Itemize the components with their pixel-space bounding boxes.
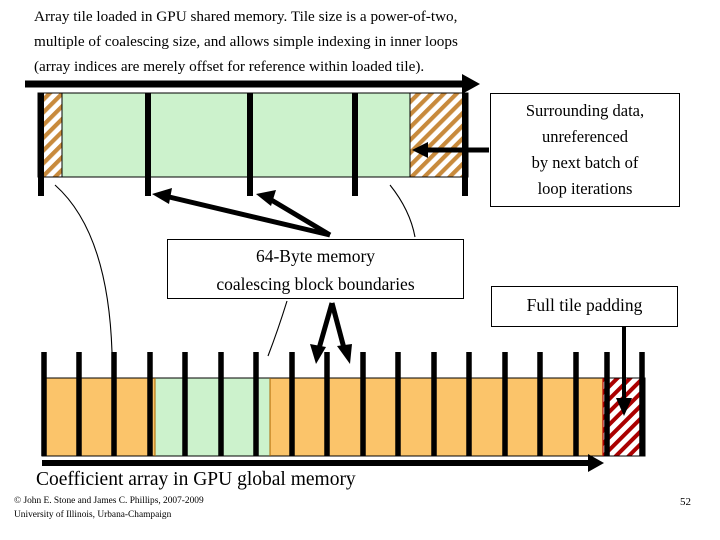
leader-lines [54, 184, 416, 357]
heading-line-1: Array tile loaded in GPU shared memory. … [34, 8, 458, 25]
heading-line-2: multiple of coalescing size, and allows … [34, 33, 458, 50]
surrounding-line-3: by next batch of [531, 153, 639, 172]
copyright-line-1: © John E. Stone and James C. Phillips, 2… [14, 496, 204, 506]
coalescing-line-2: coalescing block boundaries [216, 274, 415, 294]
global-memory-array-bar [41, 352, 646, 457]
coalescing-pointer-arrows [152, 188, 352, 364]
full-tile-padding-pointer [616, 327, 632, 416]
bottom-direction-arrow [42, 454, 604, 472]
copyright-notice: © John E. Stone and James C. Phillips, 2… [14, 495, 204, 522]
slide-heading: Array tile loaded in GPU shared memory. … [34, 4, 684, 79]
bottom-bar-caption: Coefficient array in GPU global memory [36, 469, 356, 490]
heading-line-3: (array indices are merely offset for ref… [34, 58, 425, 75]
top-direction-arrow [25, 74, 480, 94]
callout-coalescing-boundaries: 64-Byte memory coalescing block boundari… [167, 239, 464, 299]
page-number: 52 [680, 496, 691, 508]
shared-memory-tile-bar [37, 92, 469, 196]
loaded-tile-region [155, 378, 270, 456]
callout-full-tile-padding: Full tile padding [491, 286, 678, 327]
coalescing-line-1: 64-Byte memory [255, 246, 376, 266]
copyright-line-2: University of Illinois, Urbana-Champaign [14, 509, 172, 520]
surrounding-line-1: Surrounding data, [525, 101, 645, 120]
surrounding-data-pointer [412, 142, 489, 158]
tile-right-padding [410, 93, 468, 177]
padding-line-1: Full tile padding [526, 295, 643, 315]
surrounding-line-2: unreferenced [541, 127, 629, 146]
surrounding-line-4: loop iterations [537, 179, 633, 198]
global-boundary-ticks [41, 352, 645, 456]
tile-boundary-ticks [38, 93, 468, 196]
callout-surrounding-data: Surrounding data, unreferenced by next b… [490, 93, 680, 207]
